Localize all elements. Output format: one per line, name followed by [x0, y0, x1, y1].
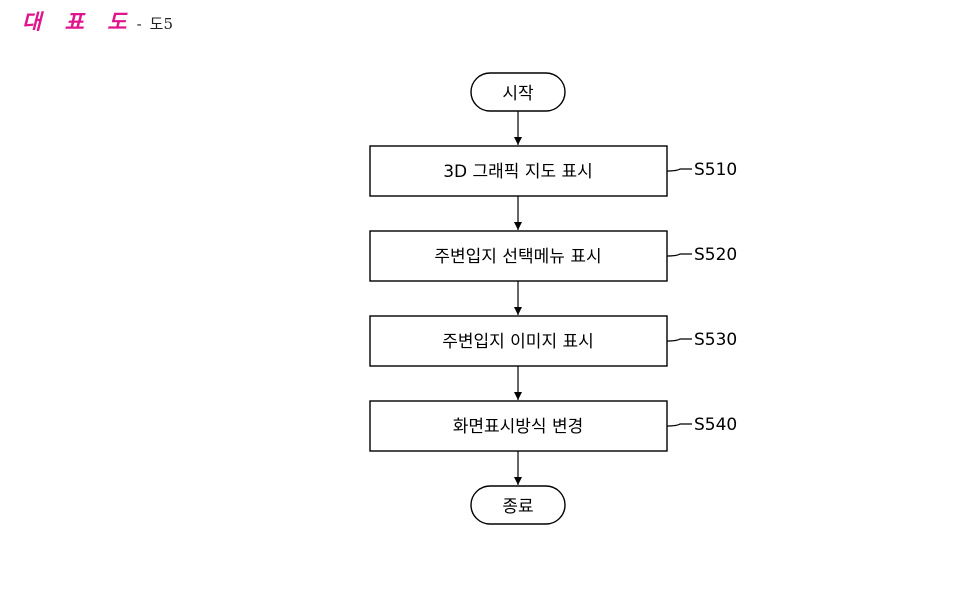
step-s520-leader [667, 254, 692, 256]
start-terminal: 시작 [471, 73, 565, 111]
step-s530-label: 주변입지 이미지 표시 [442, 332, 594, 352]
step-s510-code: S510 [694, 160, 737, 180]
step-s510-label: 3D 그래픽 지도 표시 [443, 162, 593, 182]
step-s540-label: 화면표시방식 변경 [453, 417, 584, 437]
step-s530-code: S530 [694, 330, 737, 350]
step-s540-leader [667, 424, 692, 426]
end-terminal-label: 종료 [502, 497, 533, 517]
step-s540-code: S540 [694, 415, 737, 435]
step-s520: 주변입지 선택메뉴 표시 S520 [370, 231, 737, 281]
step-s540: 화면표시방식 변경 S540 [370, 401, 737, 451]
step-s510-leader [667, 169, 692, 171]
step-s510: 3D 그래픽 지도 표시 S510 [370, 146, 737, 196]
start-terminal-label: 시작 [502, 84, 534, 104]
end-terminal: 종료 [471, 486, 565, 524]
step-s530-leader [667, 339, 692, 341]
step-s530: 주변입지 이미지 표시 S530 [370, 316, 737, 366]
step-s520-label: 주변입지 선택메뉴 표시 [434, 247, 601, 267]
step-s520-code: S520 [694, 245, 737, 265]
